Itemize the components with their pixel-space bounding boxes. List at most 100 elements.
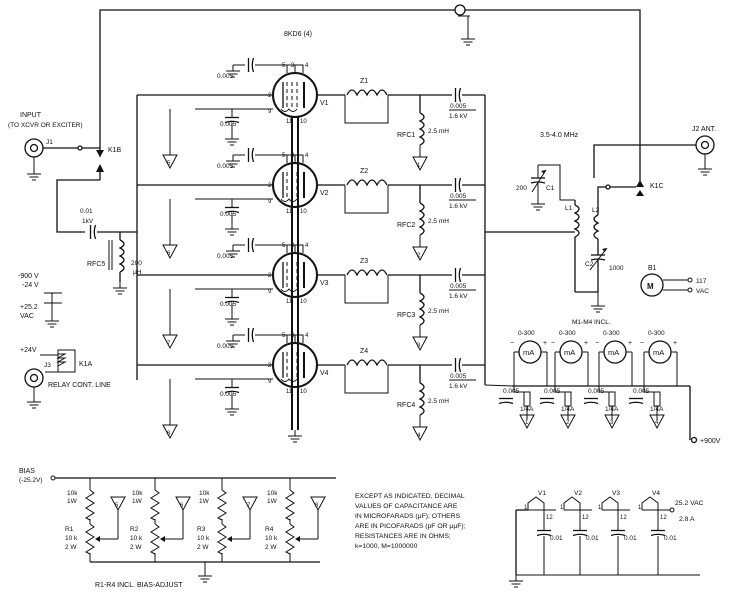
antenna-jack[interactable] [695, 135, 715, 155]
pin-9: 9 [268, 289, 272, 295]
fuse-icon [564, 391, 572, 407]
bias-pot [217, 523, 227, 555]
input-jack[interactable] [24, 138, 44, 158]
tube-type-label: 8KD6 (4) [284, 31, 312, 38]
screen-bypass-cap [247, 327, 255, 343]
meter-range: 0-300 [603, 330, 620, 337]
fan-voltage-unit: VAC [696, 288, 709, 295]
fixed-res-value: 10k [67, 490, 78, 497]
input-section: INPUT (TO XCVR OR EXCITER) J1 K1B 0.01 1… [8, 95, 142, 380]
relay-jack-label: J3 [44, 362, 51, 369]
screen-bypass-value: 0.005 [217, 163, 234, 170]
fixed-resistor [85, 489, 95, 521]
tube-label: V3 [320, 280, 329, 287]
ground-icon [224, 312, 240, 326]
power-line-2: -24 V [22, 282, 39, 289]
heater-bypass-cap [536, 529, 552, 537]
pin-11: 11 [286, 119, 293, 125]
rfc-tag-number: 3 [417, 343, 421, 349]
meter-range: 0-300 [518, 330, 535, 337]
pin-10: 10 [300, 209, 307, 215]
heater-bypass-cap [572, 529, 588, 537]
fixed-resistor [217, 489, 227, 521]
power-line-4: VAC [20, 313, 34, 320]
rfc-tag-number: 2 [417, 253, 421, 259]
plate-coil-z1 [344, 89, 389, 124]
heater-pin-a: 1 [598, 505, 602, 511]
rfc5-label: RFC5 [87, 261, 105, 268]
relay-control-wiring [99, 4, 641, 185]
heater-pin-b: 12 [660, 515, 667, 521]
screen-bypass-cap [247, 57, 255, 73]
screen-bypass-value: 0.005 [217, 253, 234, 260]
bias-tag-number: 5 [115, 503, 119, 509]
fixed-res-value: 10k [199, 490, 210, 497]
heater-pin-a: 1 [524, 505, 528, 511]
bias-pot [150, 523, 160, 555]
note-line-4: ARE IN PICOFARADS (pF OR μμF); [355, 523, 466, 530]
plate-meters: M1-M4 INCL. +900V 0-300mA−+0.0051/4A10-3… [484, 319, 721, 445]
c1-label: C1 [546, 185, 555, 192]
coupling-cap-value: 0.005 [450, 103, 467, 110]
heater-tube-label: V3 [612, 490, 620, 497]
meter-bypass-cap [539, 397, 555, 405]
heater-bypass-cap [650, 529, 666, 537]
coupling-cap-voltage: 1.6 kV [449, 383, 468, 390]
bias-tag-number: 6 [167, 251, 171, 257]
tube-v4 [272, 342, 318, 388]
bias-voltage: (-25.2V) [19, 477, 42, 484]
relay-k1c-label: K1C [650, 183, 664, 190]
relay-k1a-section: +24V K1A J3 RELAY CONT. LINE [20, 347, 111, 409]
pin-4: 4 [305, 333, 309, 339]
relay-line-label: RELAY CONT. LINE [48, 382, 111, 389]
output-section: K1C J2 ANT. [593, 126, 716, 196]
bias-label: BIAS [19, 468, 35, 475]
bias-tag-number: 7 [167, 341, 171, 347]
heater-supply-terminal [669, 507, 675, 513]
meter-range: 0-300 [559, 330, 576, 337]
pin-9: 9 [268, 199, 272, 205]
coupling-cap-value: 0.005 [450, 283, 467, 290]
fixed-res-watts: 1W [199, 498, 210, 505]
c2-value: 1000 [609, 265, 624, 272]
rfc-choke [419, 112, 425, 146]
plate-coil-z2 [344, 179, 389, 214]
pin-4: 4 [305, 153, 309, 159]
fan-label: B1 [648, 265, 657, 272]
pin-10: 10 [300, 389, 307, 395]
pin-5: 5 [282, 153, 286, 159]
pin-2: 2 [268, 183, 272, 189]
meter-plus: + [673, 340, 677, 347]
heater-cap-value: 0.01 [586, 535, 599, 542]
grid-bypass-value: 0.005 [220, 391, 237, 398]
tube-label: V4 [320, 370, 329, 377]
power-line-1: -900 V [18, 273, 39, 280]
cathode-ground-icon [287, 429, 303, 443]
pin-4: 4 [305, 63, 309, 69]
grid-bypass-value: 0.005 [220, 121, 237, 128]
fan-symbol: M [647, 282, 654, 291]
pot-name: R4 [265, 526, 274, 533]
power-input: -900 V -24 V +25.2 VAC [18, 273, 62, 328]
plate-coil-z3 [344, 269, 389, 304]
input-cap-voltage: 1kV [82, 218, 94, 225]
relay-jack[interactable] [24, 368, 44, 388]
fixed-res-watts: 1W [67, 498, 78, 505]
meter-minus: − [640, 340, 644, 347]
meter-plus: + [584, 340, 588, 347]
coupling-cap [454, 87, 462, 103]
meter-cap-value: 0.005 [588, 388, 605, 395]
rfc-choke [419, 292, 425, 326]
fixed-resistor [150, 489, 160, 521]
plate-coil-label: Z4 [360, 348, 368, 355]
rfc-value: 2.5 mH [428, 218, 449, 225]
